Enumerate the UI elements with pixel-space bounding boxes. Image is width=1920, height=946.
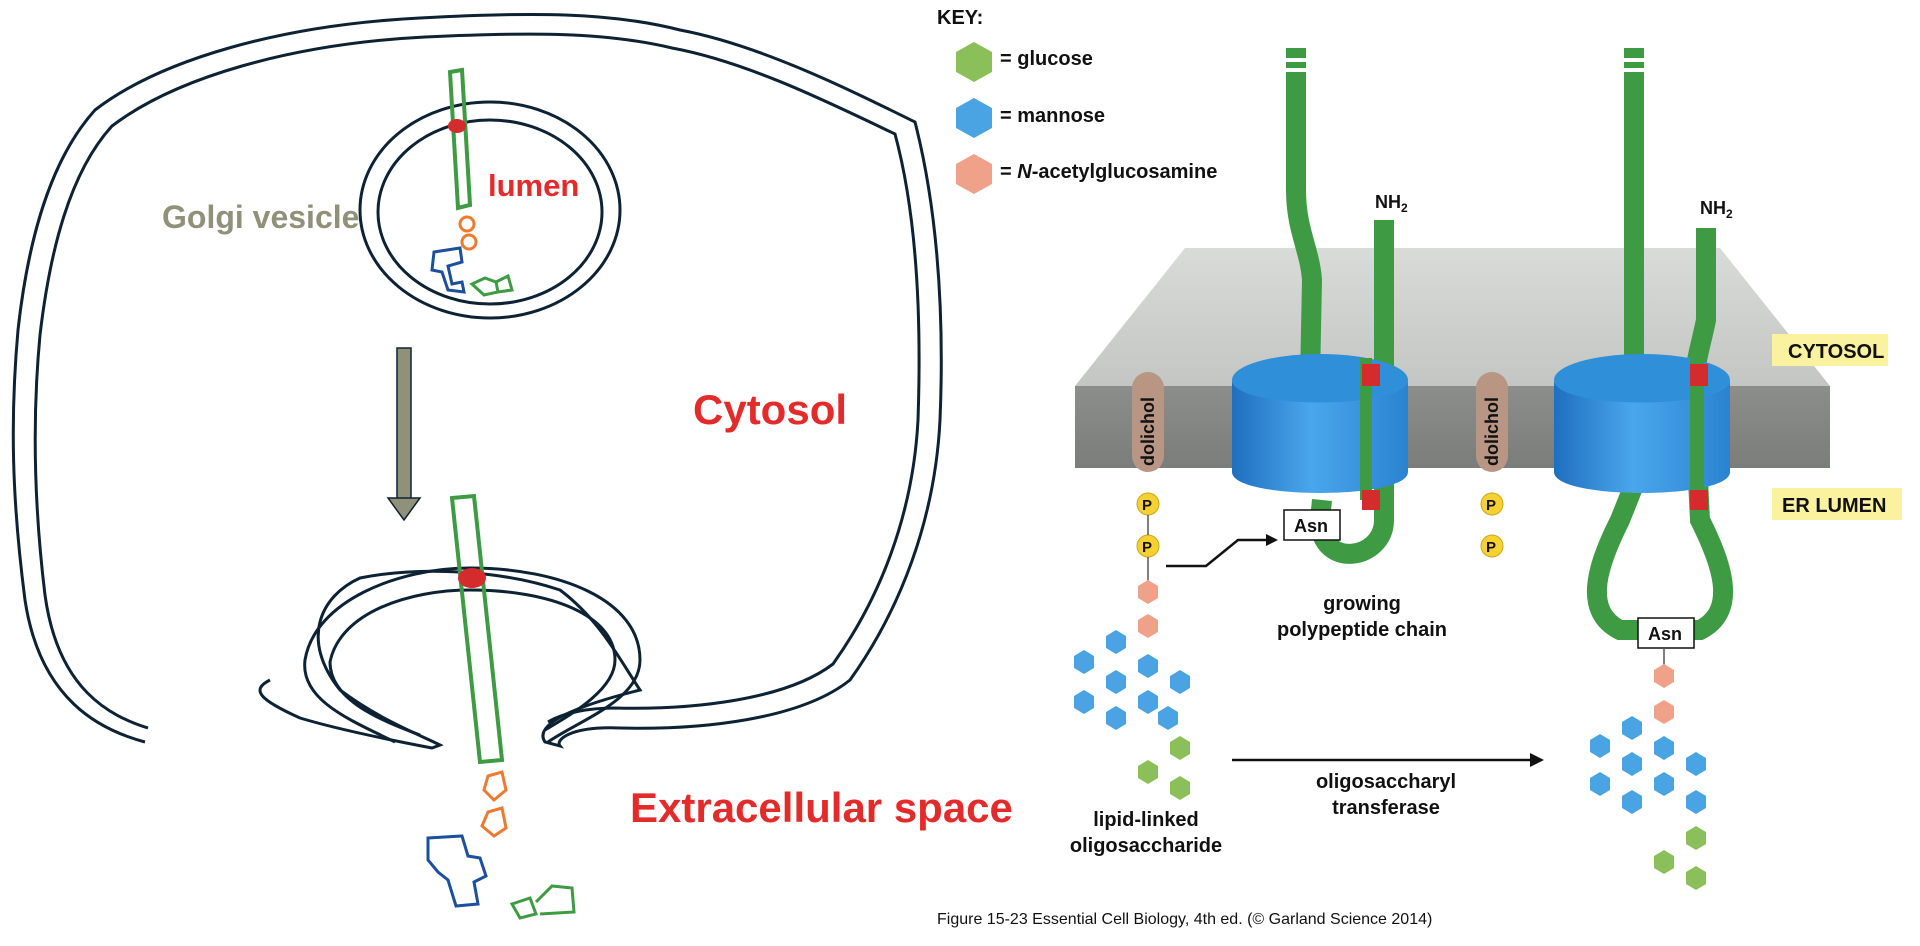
translocon-channel-gap xyxy=(1360,358,1372,500)
golgi-vesicle-outer xyxy=(358,100,622,320)
mannose-cluster-left xyxy=(1074,630,1190,730)
key-nacetyl-label: = N-acetylglucosamine xyxy=(1000,161,1217,183)
phosphate-icon xyxy=(1480,534,1504,558)
growing-chain-line1: growing xyxy=(1323,593,1401,615)
membrane-chain-link xyxy=(482,770,508,803)
hexagon-icon xyxy=(956,42,992,82)
er-figure: dolichol P P Asn xyxy=(937,48,1902,928)
extracellular-space-label: Extracellular space xyxy=(630,784,1013,831)
vesicle-protein xyxy=(447,67,473,211)
vesicle-glucose xyxy=(469,273,514,297)
transferase-line2: transferase xyxy=(1332,797,1440,819)
polypeptide-chain-left xyxy=(1286,48,1323,381)
hexagon-icon xyxy=(956,98,992,138)
transport-arrow-head xyxy=(386,497,422,522)
asn-box xyxy=(1283,509,1341,541)
membrane-chain-link xyxy=(480,806,508,838)
membrane-slab-top xyxy=(1075,248,1830,386)
phosphate-label: P xyxy=(1486,497,1496,514)
chain-break xyxy=(1285,68,1307,72)
translocon-anchor xyxy=(1362,364,1380,386)
vesicle-glycan xyxy=(430,246,466,294)
translocon-channel-gap xyxy=(1690,358,1704,500)
chain-break xyxy=(1285,58,1307,62)
membrane-glycan xyxy=(426,834,488,908)
cytosol-tag-bg xyxy=(1772,334,1888,366)
translocon-channel-top xyxy=(1554,354,1730,406)
phosphate-label: P xyxy=(1142,497,1152,514)
cell-diagram: Golgi vesicle lumen Cytosol Extracellula… xyxy=(11,12,1013,920)
phosphate-label: P xyxy=(1142,539,1152,556)
chain-break xyxy=(1623,68,1645,72)
dolichol-lipid xyxy=(1132,372,1164,472)
golgi-vesicle-inner xyxy=(376,118,604,306)
vesicle-chain-link xyxy=(458,215,476,233)
nh2-label: NH2 xyxy=(1700,198,1733,221)
transferase-line1: oligosaccharyl xyxy=(1316,771,1456,793)
transport-arrow-shaft xyxy=(396,347,412,501)
plasma-membrane-outer xyxy=(11,12,943,750)
key-mannose-label: = mannose xyxy=(1000,105,1105,127)
hexagon-icon xyxy=(956,154,992,194)
chain-break xyxy=(1623,58,1645,62)
growing-chain-line2: polypeptide chain xyxy=(1277,619,1447,641)
membrane-glucose xyxy=(509,884,576,920)
transfer-arrow xyxy=(1166,538,1272,568)
key-glucose-label: = glucose xyxy=(1000,48,1093,70)
fused-vesicle-inner xyxy=(328,588,617,737)
key-legend: KEY: = glucose = mannose = N-acetylgluco… xyxy=(937,7,1217,194)
nag-sugar xyxy=(1654,664,1674,688)
plasma-membrane-inner xyxy=(33,32,921,730)
nag-sugar xyxy=(1138,614,1158,638)
nag-sugar xyxy=(1138,580,1158,604)
vesicle-anchor xyxy=(448,119,466,133)
key-title: KEY: xyxy=(937,7,983,29)
cytosol-label: Cytosol xyxy=(693,386,847,433)
transfer-arrow-head xyxy=(1266,534,1278,546)
enzyme-arrow-head xyxy=(1530,753,1544,767)
asn-label: Asn xyxy=(1648,624,1682,644)
phosphate-label: P xyxy=(1486,539,1496,556)
mannose-cluster-right xyxy=(1590,716,1706,814)
glucose-cluster-right xyxy=(1654,826,1706,890)
fused-vesicle-outer xyxy=(303,566,642,744)
dolichol-lipid xyxy=(1476,372,1508,472)
glucose-cluster-left xyxy=(1138,736,1190,800)
lipid-linked-line2: oligosaccharide xyxy=(1070,835,1222,857)
membrane-anchor xyxy=(458,568,486,588)
er-lumen-tag: ER LUMEN xyxy=(1782,495,1886,517)
phosphate-icon xyxy=(1480,492,1504,516)
translocon-anchor xyxy=(1362,490,1380,510)
cytosol-tag: CYTOSOL xyxy=(1788,341,1884,363)
dolichol-label: dolichol xyxy=(1482,397,1502,466)
lumen-label: lumen xyxy=(488,168,579,203)
nag-sugar xyxy=(1654,700,1674,724)
golgi-vesicle-label: Golgi vesicle xyxy=(162,199,359,235)
figure-caption: Figure 15-23 Essential Cell Biology, 4th… xyxy=(937,911,1432,928)
er-lumen-tag-bg xyxy=(1772,488,1902,520)
translocon-anchor xyxy=(1690,490,1708,510)
translocon-channel-right xyxy=(1554,380,1730,493)
asn-label: Asn xyxy=(1294,516,1328,536)
lipid-linked-line1: lipid-linked xyxy=(1093,809,1199,831)
dolichol-label: dolichol xyxy=(1138,397,1158,466)
nh2-label: NH2 xyxy=(1375,192,1408,215)
asn-box xyxy=(1637,617,1695,649)
vesicle-chain-link xyxy=(460,233,478,251)
membrane-protein xyxy=(449,493,505,765)
translocon-anchor xyxy=(1690,364,1708,386)
